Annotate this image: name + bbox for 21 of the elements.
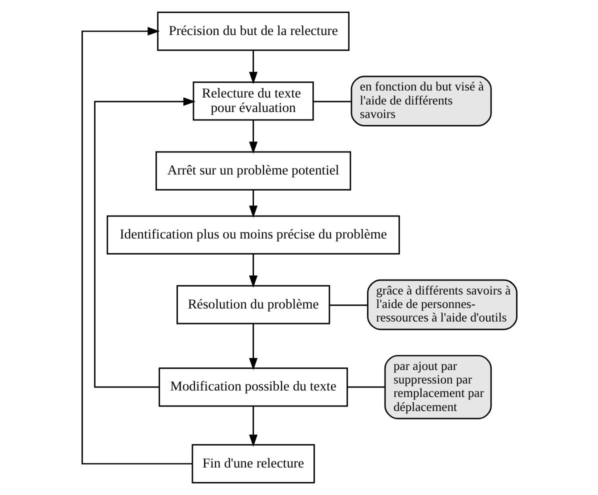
node-box: Modification possible du texte [158, 368, 348, 407]
node-box: Arrêt sur un problème potentiel [155, 151, 351, 190]
node-box: en fonction du but visé à l'aide de différents savoirs [350, 76, 492, 126]
node-box: Fin d'une relecture [191, 444, 314, 484]
node-box: par ajout par suppression par remplacement par déplacement [384, 354, 492, 420]
connector [329, 304, 368, 306]
arrow [248, 254, 258, 288]
node-box: Relecture du texte pour évaluation [192, 81, 314, 121]
arrow [248, 406, 258, 447]
node-box: grâce à différents savoirs à l'aide de personnes-ressources à l'aide d'outils [366, 279, 517, 330]
node-box: Précision du but de la relecture [156, 12, 350, 51]
arrow [81, 26, 192, 464]
arrow [248, 50, 258, 84]
node-box: Résolution du problème [176, 285, 330, 324]
arrow [94, 97, 196, 388]
connector [346, 386, 384, 388]
arrow [248, 324, 258, 370]
arrow [248, 120, 258, 154]
arrow [248, 190, 258, 218]
connector [312, 100, 351, 102]
node-box: Identification plus ou moins précise du problème [106, 215, 400, 254]
